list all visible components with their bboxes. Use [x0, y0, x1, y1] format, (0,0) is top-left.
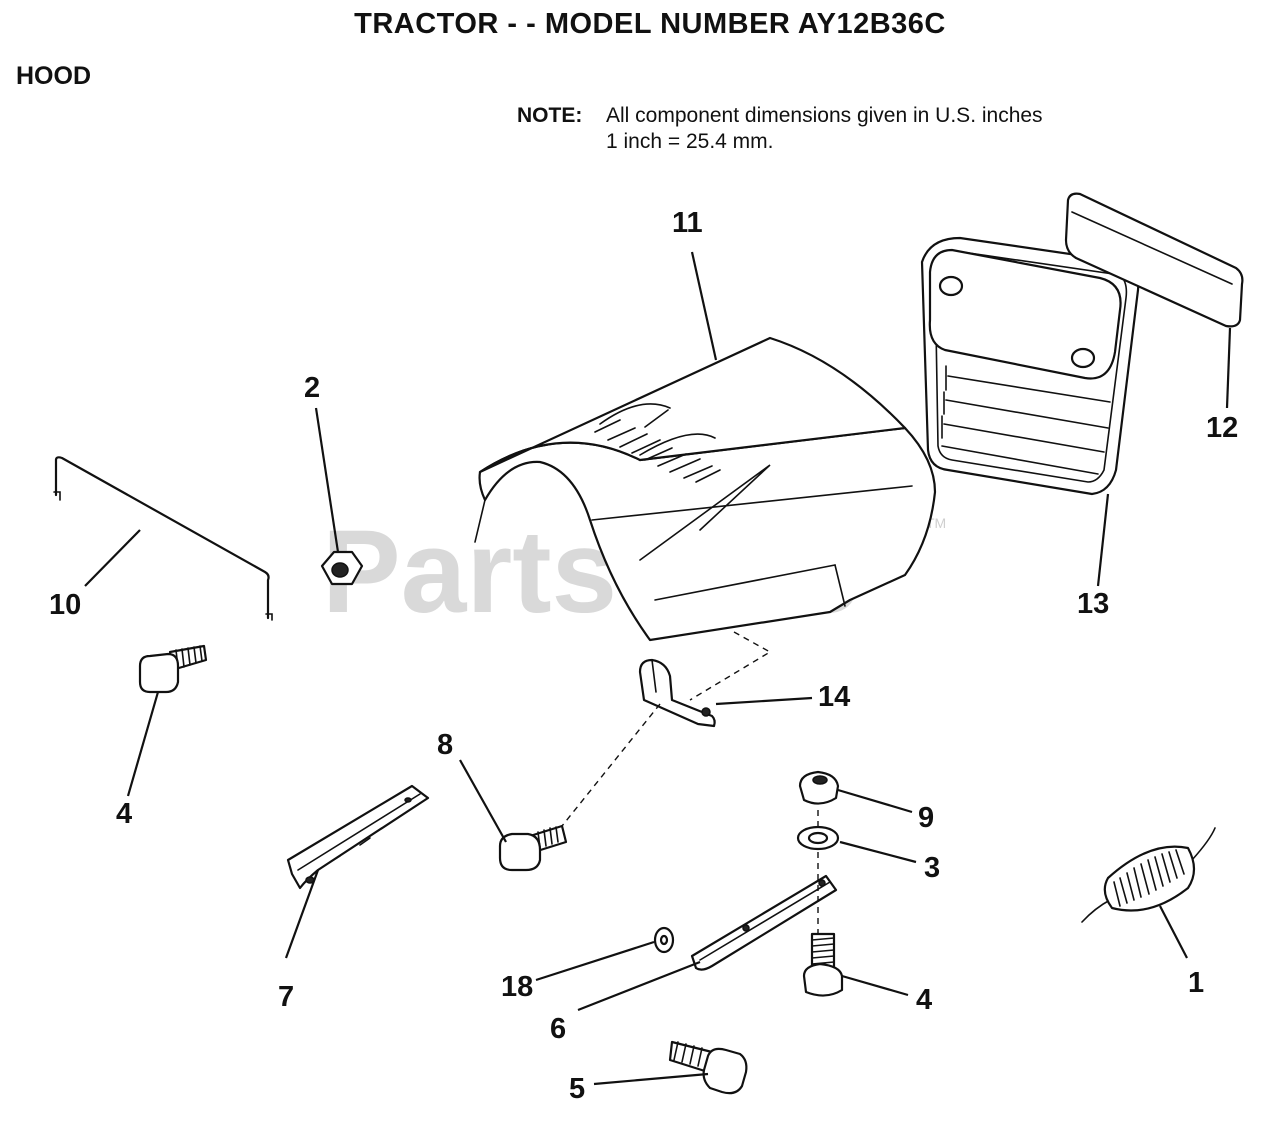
leader-lines	[84, 251, 1232, 1086]
part-12-insert[interactable]	[1064, 192, 1244, 328]
callout-5: 5	[569, 1073, 585, 1105]
callout-3: 3	[924, 852, 940, 884]
note-line-conversion: 1 inch = 25.4 mm.	[606, 130, 774, 153]
part-11-hood[interactable]	[474, 336, 937, 642]
callout-7: 7	[278, 981, 294, 1013]
callout-11: 11	[672, 207, 703, 239]
part-7-hood-bracket[interactable]	[286, 784, 430, 890]
part-2-nut[interactable]	[320, 550, 364, 586]
callout-13: 13	[1077, 588, 1109, 620]
part-5-bolt[interactable]	[668, 1040, 748, 1095]
callout-10: 10	[49, 589, 81, 621]
part-6-strap[interactable]	[690, 874, 838, 971]
section-title: HOOD	[16, 62, 91, 90]
part-9-nut[interactable]	[798, 770, 840, 805]
callout-8: 8	[437, 729, 453, 761]
part-4-bolt-upper[interactable]	[138, 644, 208, 694]
callout-12: 12	[1206, 412, 1238, 444]
part-4-bolt-lower[interactable]	[802, 932, 844, 997]
callout-9: 9	[918, 802, 934, 834]
page-title: TRACTOR - - MODEL NUMBER AY12B36C	[354, 8, 946, 40]
note-line-dimensions: All component dimensions given in U.S. i…	[606, 104, 1043, 127]
callout-18: 18	[501, 971, 533, 1003]
callout-4-lower: 4	[916, 984, 932, 1016]
part-18-washer[interactable]	[653, 926, 675, 954]
part-13-grille[interactable]	[920, 236, 1140, 496]
callout-1: 1	[1188, 967, 1204, 999]
part-10-rod[interactable]	[53, 456, 273, 621]
part-3-washer[interactable]	[796, 825, 840, 851]
note-label: NOTE:	[517, 104, 583, 127]
hood-vent-slots	[594, 403, 721, 483]
callout-6: 6	[550, 1013, 566, 1045]
part-14-bracket[interactable]	[638, 658, 716, 728]
callout-4-upper: 4	[116, 798, 132, 830]
part-8-shoulder-bolt[interactable]	[498, 824, 568, 872]
callout-labels: 11 12 13 2 10 4 14 8 9 3 7 18 6 4 1 5	[49, 207, 1238, 1105]
callout-2: 2	[304, 372, 320, 404]
assembly-lines	[561, 631, 819, 934]
part-1-spring[interactable]	[1081, 827, 1216, 923]
callout-14: 14	[818, 681, 850, 713]
